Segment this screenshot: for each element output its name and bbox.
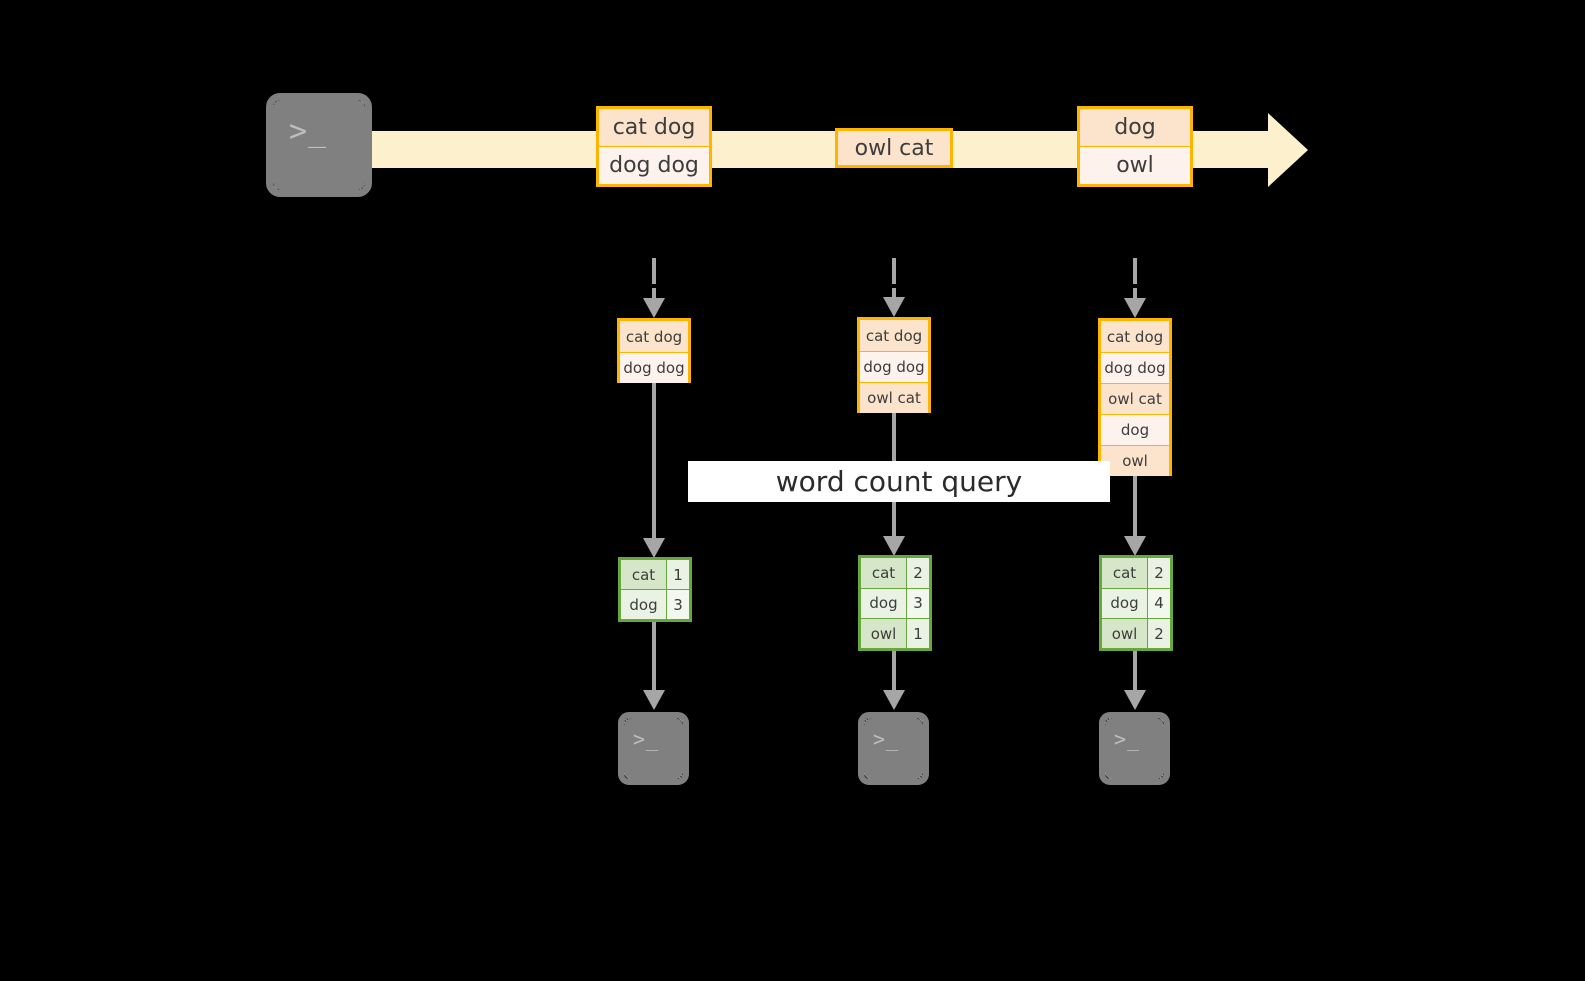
result-word: cat	[1102, 558, 1148, 588]
table-row: cat 2	[861, 558, 929, 588]
stream-batch-line: owl	[1080, 146, 1190, 184]
result-count: 1	[667, 560, 689, 590]
accumulated-line: cat dog	[860, 320, 928, 351]
terminal-prompt-glyph: >_	[633, 727, 660, 751]
result-count: 1	[907, 619, 929, 649]
stream-batch-line: dog dog	[599, 146, 709, 184]
terminal-prompt-glyph: >_	[1114, 727, 1141, 751]
stream-batch-2: owl cat	[835, 128, 953, 168]
stream-batch-line: dog	[1080, 109, 1190, 146]
accumulated-line: owl	[1101, 445, 1169, 476]
trigger-connector-line-1	[652, 288, 656, 302]
result-count: 3	[907, 588, 929, 618]
trigger-connector-line-2	[892, 288, 896, 302]
result-count: 2	[1148, 558, 1170, 588]
trigger-connector-dash-2	[892, 258, 896, 284]
sink-terminal-icon-2: >_	[858, 712, 929, 785]
accumulated-state-3: cat dog dog dog owl cat dog owl	[1098, 318, 1172, 476]
result-word: owl	[1102, 619, 1148, 649]
result-count: 2	[1148, 619, 1170, 649]
accumulated-line: dog dog	[860, 351, 928, 382]
stream-batch-line: cat dog	[599, 109, 709, 146]
table-row: dog 3	[621, 589, 689, 619]
terminal-prompt-glyph: >_	[873, 727, 900, 751]
trigger-connector-dash-1	[652, 258, 656, 284]
trigger-connector-arrowhead-3	[1124, 298, 1146, 318]
result-word: dog	[621, 590, 667, 619]
result-table-2: cat 2 dog 3 owl 1	[858, 555, 932, 651]
accumulated-line: cat dog	[1101, 321, 1169, 352]
table-row: owl 1	[861, 618, 929, 649]
table-row: owl 2	[1102, 618, 1170, 649]
stream-batch-1: cat dog dog dog	[596, 106, 712, 187]
result-word: cat	[621, 560, 667, 590]
result-count: 4	[1148, 588, 1170, 618]
query-connector-line-3	[1133, 476, 1137, 541]
accumulated-line: cat dog	[620, 321, 688, 352]
query-connector-arrowhead-1	[643, 538, 665, 558]
sink-connector-line-3	[1133, 651, 1137, 695]
terminal-prompt-glyph: >_	[289, 114, 328, 149]
stream-batch-3: dog owl	[1077, 106, 1193, 187]
stream-batch-line: owl cat	[838, 131, 950, 165]
query-label-text: word count query	[775, 465, 1023, 498]
result-word: cat	[861, 558, 907, 588]
query-connector-arrowhead-3	[1124, 536, 1146, 556]
trigger-connector-line-3	[1133, 288, 1137, 302]
trigger-connector-arrowhead-1	[643, 298, 665, 318]
sink-connector-arrowhead-2	[883, 690, 905, 710]
result-count: 3	[667, 590, 689, 619]
table-row: cat 1	[621, 560, 689, 590]
accumulated-line: dog	[1101, 414, 1169, 445]
sink-terminal-icon-1: >_	[618, 712, 689, 785]
result-word: dog	[861, 588, 907, 618]
query-label-band: word count query	[688, 461, 1110, 502]
sink-connector-arrowhead-3	[1124, 690, 1146, 710]
accumulated-state-2: cat dog dog dog owl cat	[857, 317, 931, 413]
stream-arrow-head	[1268, 113, 1308, 187]
accumulated-line: owl cat	[860, 382, 928, 413]
accumulated-line: owl cat	[1101, 383, 1169, 414]
accumulated-state-1: cat dog dog dog	[617, 318, 691, 383]
result-table-3: cat 2 dog 4 owl 2	[1099, 555, 1173, 651]
result-word: owl	[861, 619, 907, 649]
table-row: dog 3	[861, 587, 929, 618]
query-connector-line-1	[652, 383, 656, 543]
result-count: 2	[907, 558, 929, 588]
result-word: dog	[1102, 588, 1148, 618]
table-row: cat 2	[1102, 558, 1170, 588]
result-table-1: cat 1 dog 3	[618, 557, 692, 622]
sink-terminal-icon-3: >_	[1099, 712, 1170, 785]
trigger-connector-dash-3	[1133, 258, 1137, 284]
sink-connector-arrowhead-1	[643, 690, 665, 710]
accumulated-line: dog dog	[620, 352, 688, 383]
table-row: dog 4	[1102, 587, 1170, 618]
sink-connector-line-1	[652, 622, 656, 694]
trigger-connector-arrowhead-2	[883, 297, 905, 317]
accumulated-line: dog dog	[1101, 352, 1169, 383]
source-terminal-icon: >_	[266, 93, 372, 197]
sink-connector-line-2	[892, 651, 896, 695]
query-connector-arrowhead-2	[883, 536, 905, 556]
